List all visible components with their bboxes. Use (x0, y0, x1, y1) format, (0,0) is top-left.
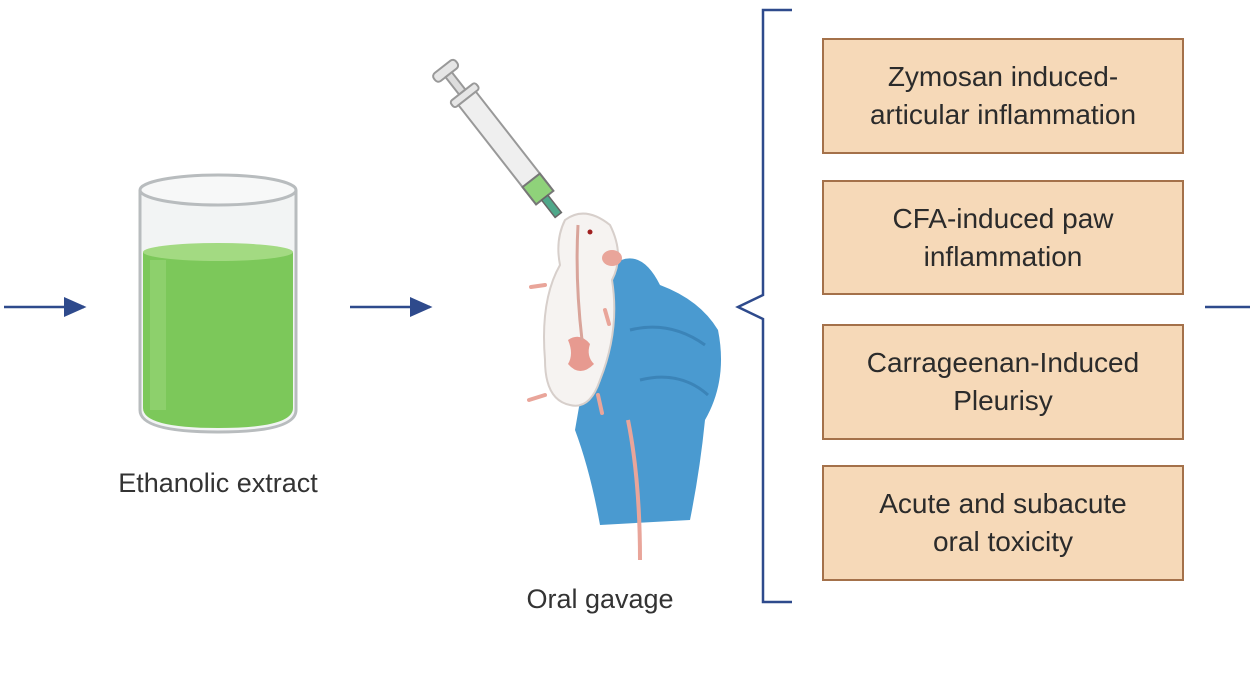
mouse-icon (527, 212, 642, 561)
syringe-icon (432, 58, 563, 219)
gavage-label: Oral gavage (526, 584, 674, 614)
model-box-carrageenan: Carrageenan-Induced Pleurisy (822, 324, 1184, 440)
model-box-cfa: CFA-induced paw inflammation (822, 180, 1184, 295)
model-box-toxicity: Acute and subacute oral toxicity (822, 465, 1184, 581)
model-line: Pleurisy (953, 385, 1053, 416)
model-line: articular inflammation (869, 99, 1137, 130)
model-line: oral toxicity (932, 526, 1074, 557)
extract-label: Ethanolic extract (118, 468, 318, 498)
model-line: Acute and subacute (879, 488, 1127, 519)
model-line: Zymosan induced- (887, 61, 1119, 92)
model-box-zymosan: Zymosan induced- articular inflammation (822, 38, 1184, 154)
bracket (735, 8, 792, 604)
model-line: Carrageenan-Induced (866, 347, 1140, 378)
model-line: inflammation (923, 240, 1083, 272)
model-line: CFA-induced paw (892, 202, 1114, 234)
beaker-icon (138, 173, 298, 434)
